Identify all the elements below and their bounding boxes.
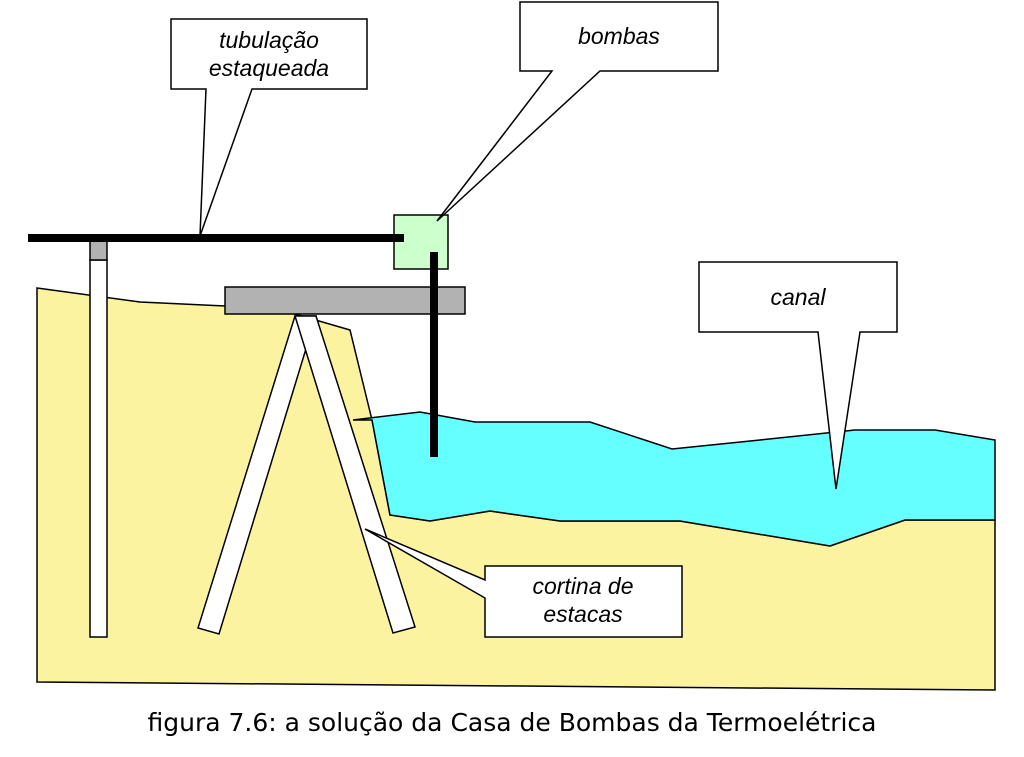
pile-cap xyxy=(89,240,108,261)
callout-bombas-text: bombas xyxy=(578,23,660,49)
callout-tubulacao-line1: tubulação xyxy=(219,27,319,53)
callout-bombas-bubble xyxy=(436,1,719,222)
callout-tubulacao-line2: estaqueada xyxy=(209,55,329,81)
support-pile xyxy=(89,259,108,638)
callout-cortina-bubble xyxy=(364,528,683,638)
callout-canal: canal xyxy=(698,261,898,490)
callout-canal-text: canal xyxy=(771,284,827,310)
figure-caption: figura 7.6: a solução da Casa de Bombas … xyxy=(147,708,877,737)
callout-tubulacao-bubble xyxy=(170,18,368,237)
inclined-pile-right xyxy=(293,315,416,634)
pump-house-slab xyxy=(224,286,466,315)
callout-cortina: cortina de estacas xyxy=(364,528,683,638)
callout-canal-bubble xyxy=(698,261,898,490)
callout-tubulacao: tubulação estaqueada xyxy=(170,18,368,237)
callout-cortina-line2: estacas xyxy=(543,601,623,627)
callout-bombas: bombas xyxy=(436,1,719,222)
callout-cortina-line1: cortina de xyxy=(532,573,633,599)
